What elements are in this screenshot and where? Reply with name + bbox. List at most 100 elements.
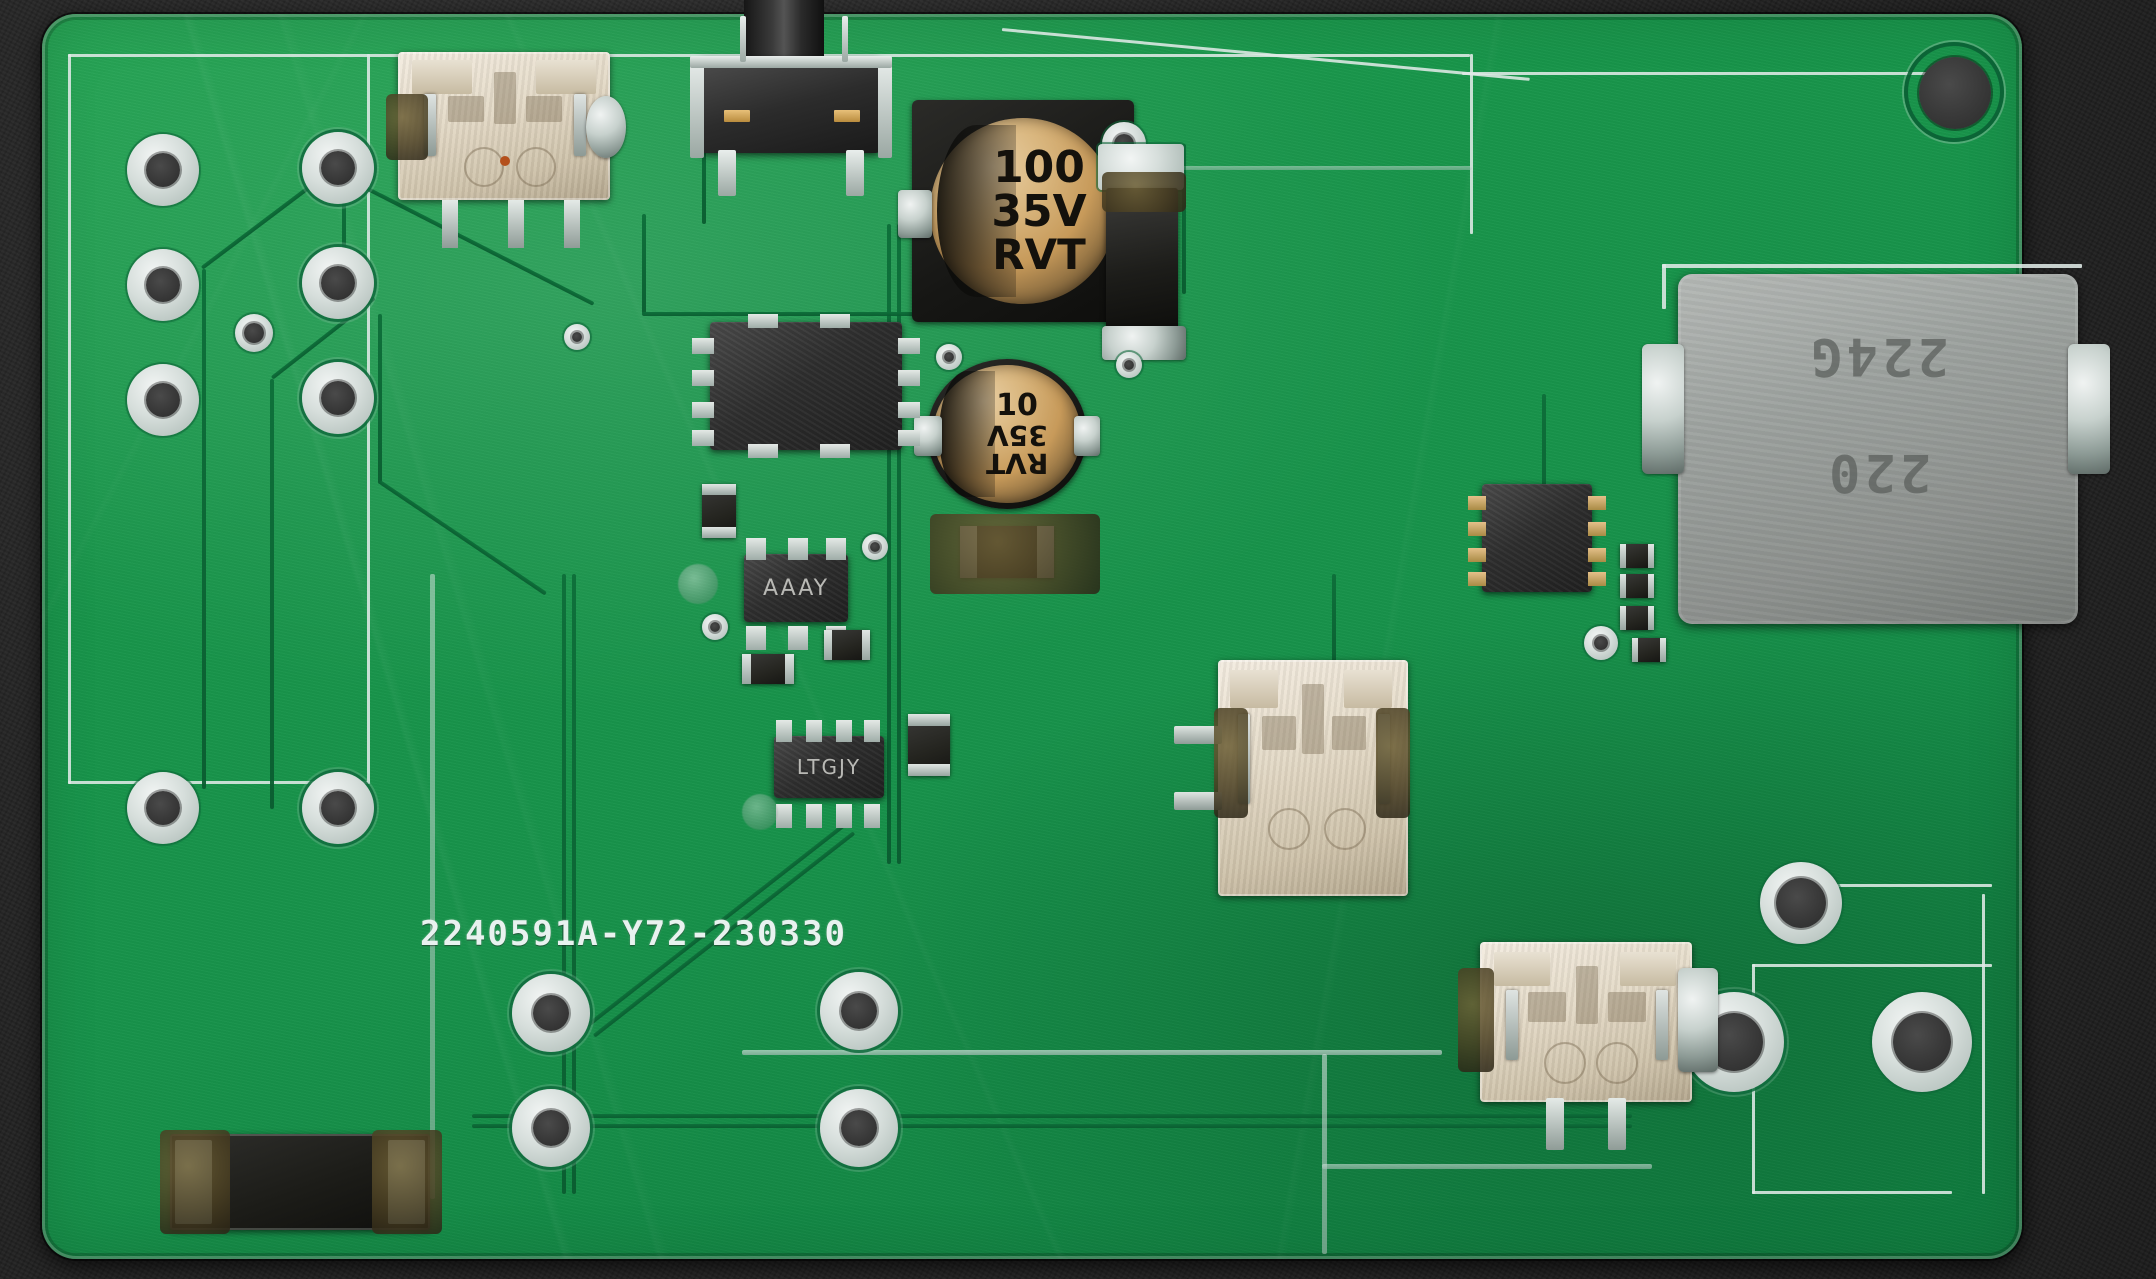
connector-mid [1174,660,1410,896]
ic-secondary [1482,484,1592,592]
inductor-marking-bottom: 220 [1825,442,1931,502]
coax-pin-right [846,150,864,196]
silk-edge-right [1982,894,1985,1194]
solder-joint [1458,968,1494,1072]
diode-body [1106,188,1178,338]
through-hole [321,381,355,415]
solder-joint [160,1130,230,1234]
capacitor-small: 10 35V RVT [927,359,1087,509]
coax-tab-right [842,16,848,62]
silk-outline-bottom [68,781,368,784]
through-hole [841,1110,877,1146]
through-hole [146,383,180,417]
trace-right-silk [1142,166,1472,170]
capacitor-large: 100 35V RVT [912,100,1134,322]
inductor-terminal-right [2068,344,2110,474]
smd-resistor [742,654,794,684]
solder-joint [1102,326,1186,360]
inductor-shielded: 224G 220 [1678,274,2078,624]
through-hole [841,993,877,1029]
through-hole [146,268,180,302]
silk-outline-right [367,54,370,784]
mount-hole [1776,878,1826,928]
through-hole [146,153,180,187]
through-hole [533,1110,569,1146]
solder-joint [1102,172,1186,212]
trace-left-8 [378,480,547,596]
solder-paste-residue [678,564,718,604]
trace-vert-1 [562,574,566,1194]
trace-bottom-silk3 [1322,1164,1652,1169]
coax-body [700,58,880,153]
silk-mid-right [1782,884,1992,887]
trace-bottom-2 [472,1124,1632,1128]
smd-resistor [1620,574,1654,598]
trace-top-6 [1182,144,1186,294]
silkscreen-part-number: 2240591A-Y72-230330 [420,914,847,954]
capacitor-large-value: 100 [993,142,1085,193]
trace-left-1 [202,269,206,789]
trace-bottom-silk [742,1050,1442,1055]
solder-joint [1376,708,1410,818]
connector-coax [682,0,912,196]
via-hole [1594,636,1608,650]
connector-top-left [386,52,626,248]
solder-joint [898,190,932,238]
coax-pin-left [718,150,736,196]
smd-resistor [702,484,736,538]
trace-silk-vert [430,574,435,1199]
solder-flux-residue [930,514,1100,594]
ic-secondary-block [1468,474,1618,604]
smd-resistor [1620,544,1654,568]
via-hole-small [244,323,264,343]
smd-resistor [1632,638,1666,662]
trace-left-7 [378,314,382,484]
smd-resistor [824,630,870,660]
silk-diagonal-upper-2 [1462,72,1982,75]
coax-shield-left [690,58,704,158]
coax-shield-right [878,58,892,158]
pcb-board: 2240591A-Y72-230330 [42,0,2110,1259]
through-hole [321,791,355,825]
smd-resistor [1620,606,1654,630]
trace-left-4 [270,379,274,809]
trace-left-6 [361,184,595,306]
silk-outline-top-right [1470,54,1473,234]
solder-paste-residue [742,794,778,830]
silk-outline-left [68,54,71,784]
capacitor-large-voltage: 35V [991,186,1087,237]
through-hole [321,151,355,185]
capacitor-small-series: RVT [985,447,1049,480]
capacitor-large-series: RVT [992,230,1086,279]
trace-bottom-1 [472,1114,1632,1118]
smd-resistor [908,714,950,776]
trace-top-2 [642,312,942,316]
via-hole-small [1124,360,1134,370]
trace-bottom-silk2 [1322,1054,1327,1254]
via-hole-small [572,332,582,342]
ic-main-block [692,314,920,458]
through-hole [321,266,355,300]
solder-joint [1074,416,1100,456]
ic-main [710,322,902,450]
trace-top-1 [642,214,646,314]
connector-bottom [1458,922,1718,1150]
coax-contact-left [724,110,750,122]
through-hole [533,995,569,1031]
solder-joint [1678,968,1718,1072]
inductor-terminal-left [1642,344,1684,474]
silk-inductor-outline-top [1662,264,2082,268]
mount-hole [1893,1013,1951,1071]
ic-aaay-block: AAAY [732,532,864,654]
trace-vert-2 [572,574,576,1194]
via-hole-small [710,622,720,632]
via-hole-small [870,542,880,552]
component-diode-block [1092,144,1192,364]
silk-loop-right-bottom [1752,1191,1952,1194]
solder-joint [386,94,428,160]
ic-sot23-6: AAAY [744,554,848,622]
ic-sot23-8: LTGJY [774,736,884,798]
silk-inductor-outline-left [1662,264,1666,309]
solder-joint [372,1130,442,1234]
trace-vert-3 [887,224,891,864]
